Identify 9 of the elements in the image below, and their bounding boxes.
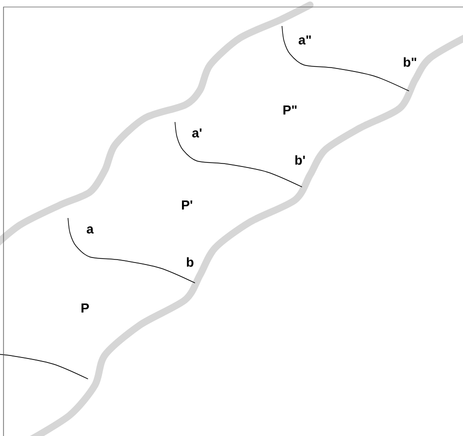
point-label: b' [295, 155, 305, 165]
point-label: a' [192, 128, 202, 138]
point-label: b" [404, 57, 416, 67]
point-label: P [82, 304, 89, 312]
point-label: a" [298, 35, 311, 45]
point-label: P" [283, 106, 297, 114]
point-label: b [186, 257, 194, 267]
point-label: a [86, 226, 94, 234]
point-label: P' [182, 200, 192, 210]
